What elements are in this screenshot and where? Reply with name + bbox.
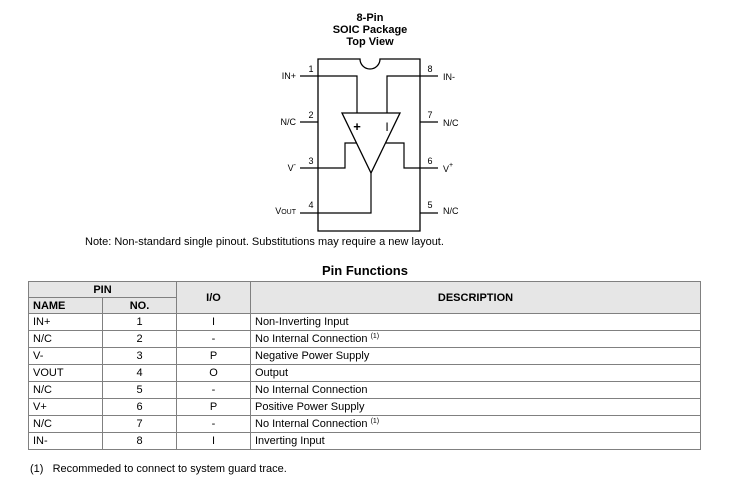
pin-label-1: IN+	[282, 71, 296, 81]
pin-label-6: V+	[443, 162, 453, 174]
pin-label-4-sub: OUT	[281, 209, 297, 216]
package-title: 8-Pin SOIC Package Top View	[300, 12, 440, 48]
description-text: No Internal Connection	[255, 333, 368, 345]
cell-io: I	[176, 432, 251, 450]
cell-description: No Internal Connection (1)	[250, 415, 701, 433]
package-body	[317, 58, 421, 232]
description-text: Non-Inverting Input	[255, 316, 349, 328]
pin-label-4: VOUT	[275, 206, 297, 216]
cell-description: Negative Power Supply	[250, 347, 701, 365]
internal-wiring	[318, 75, 420, 214]
cell-io: P	[176, 347, 251, 365]
pin-number-1: 1	[308, 64, 313, 74]
pin-label-3: V-	[288, 162, 297, 173]
table-row: V- 3 P Negative Power Supply	[28, 347, 701, 365]
pin-label-6-main: V	[443, 164, 449, 174]
description-text: No Internal Connection	[255, 418, 368, 430]
table-row: IN- 8 I Inverting Input	[28, 432, 701, 450]
footnote: (1) Recommeded to connect to system guar…	[30, 463, 287, 475]
pin-number-6: 6	[427, 156, 432, 166]
pin-label-5: N/C	[443, 206, 459, 216]
header-pin: PIN	[28, 281, 177, 298]
cell-io: P	[176, 398, 251, 416]
table-row: IN+ 1 I Non-Inverting Input	[28, 313, 701, 331]
cell-name: VOUT	[28, 364, 103, 382]
cell-description: Non-Inverting Input	[250, 313, 701, 331]
cell-io: O	[176, 364, 251, 382]
pin-number-8: 8	[427, 64, 432, 74]
cell-description: Positive Power Supply	[250, 398, 701, 416]
description-text: Positive Power Supply	[255, 401, 365, 413]
cell-no: 8	[102, 432, 177, 450]
cell-description: Inverting Input	[250, 432, 701, 450]
pin-label-3-sup: -	[294, 162, 297, 169]
cell-description: No Internal Connection	[250, 381, 701, 399]
cell-no: 7	[102, 415, 177, 433]
cell-no: 6	[102, 398, 177, 416]
pin-functions-table: PIN I/O DESCRIPTION NAME NO. IN+ 1 I Non…	[28, 281, 701, 450]
op-amp-plus-sign: +	[353, 119, 361, 134]
cell-description: No Internal Connection (1)	[250, 330, 701, 348]
footnote-ref: (1)	[370, 333, 380, 340]
cell-name: V+	[28, 398, 103, 416]
pin-leads	[300, 75, 438, 214]
table-row: N/C 2 - No Internal Connection (1)	[28, 330, 701, 348]
pin-number-4: 4	[308, 200, 313, 210]
cell-io: -	[176, 415, 251, 433]
cell-io: I	[176, 313, 251, 331]
description-text: No Internal Connection	[255, 384, 368, 396]
pin-label-6-sup: +	[449, 162, 453, 169]
cell-name: V-	[28, 347, 103, 365]
cell-no: 2	[102, 330, 177, 348]
pin-number-2: 2	[308, 110, 313, 120]
table-row: N/C 5 - No Internal Connection	[28, 381, 701, 399]
table-row: V+ 6 P Positive Power Supply	[28, 398, 701, 416]
package-title-pin-count: 8-Pin	[356, 12, 384, 24]
footnote-ref: (1)	[370, 418, 380, 425]
pin-label-2: N/C	[281, 117, 297, 127]
table-title: Pin Functions	[322, 263, 408, 278]
package-title-type: SOIC Package	[332, 24, 408, 36]
description-text: Negative Power Supply	[255, 350, 370, 362]
cell-no: 5	[102, 381, 177, 399]
description-text: Inverting Input	[255, 435, 325, 447]
table-row: N/C 7 - No Internal Connection (1)	[28, 415, 701, 433]
cell-name: N/C	[28, 381, 103, 399]
pin-number-7: 7	[427, 110, 432, 120]
header-no: NO.	[102, 297, 177, 314]
cell-name: IN-	[28, 432, 103, 450]
cell-description: Output	[250, 364, 701, 382]
pin-number-5: 5	[427, 200, 432, 210]
cell-name: IN+	[28, 313, 103, 331]
cell-name: N/C	[28, 415, 103, 433]
table-row: VOUT 4 O Output	[28, 364, 701, 382]
cell-no: 1	[102, 313, 177, 331]
pinout-diagram: + I 1 IN+ 2 N/C 3 V- 4 VOUT 8 IN- 7 N/C …	[275, 58, 459, 232]
cell-no: 4	[102, 364, 177, 382]
description-text: Output	[255, 367, 289, 379]
package-title-view: Top View	[346, 36, 394, 48]
pinout-note: Note: Non-standard single pinout. Substi…	[85, 236, 444, 248]
pin-label-8: IN-	[443, 72, 455, 82]
cell-name: N/C	[28, 330, 103, 348]
pin-number-3: 3	[308, 156, 313, 166]
cell-io: -	[176, 330, 251, 348]
header-name: NAME	[28, 297, 103, 314]
cell-no: 3	[102, 347, 177, 365]
header-io: I/O	[176, 281, 251, 314]
pin-label-3-main: V	[288, 163, 294, 173]
pin-label-4-main: V	[275, 206, 281, 216]
header-description: DESCRIPTION	[250, 281, 701, 314]
op-amp-minus-sign: I	[385, 120, 388, 134]
cell-io: -	[176, 381, 251, 399]
pin-label-7: N/C	[443, 118, 459, 128]
